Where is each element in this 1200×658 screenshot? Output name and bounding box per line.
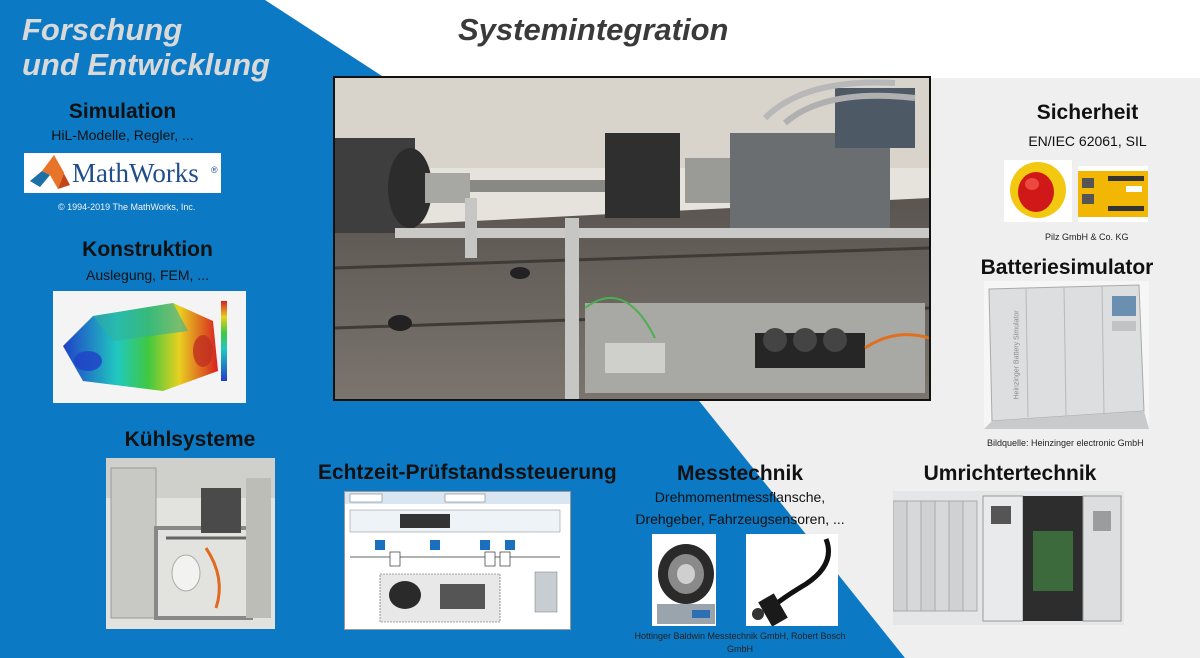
sicherheit-subtitle: EN/IEC 62061, SIL [1028,133,1147,149]
batterie-heading: Batteriesimulator [980,256,1154,279]
speed-sensor-image [746,534,838,626]
messtechnik-credit-line2: GmbH [726,644,753,654]
sicherheit-credit: Pilz GmbH & Co. KG [1045,232,1129,242]
echtzeit-heading: Echtzeit-Prüfstandssteuerung [318,461,617,484]
messtechnik-heading: Messtechnik [676,462,804,485]
simulation-heading: Simulation [68,100,177,123]
sicherheit-heading: Sicherheit [1036,101,1139,124]
battery-simulator-image: Heinzinger Battery Simulator [984,281,1149,429]
konstruktion-heading: Konstruktion [82,238,213,261]
mathworks-logo-text: MathWorks [72,158,199,188]
fem-image [53,291,246,403]
messtechnik-credit-line1: Hottinger Baldwin Messtechnik GmbH, Robe… [634,631,846,641]
mathworks-logo: MathWorks ® [24,153,221,193]
cabinet-label: Heinzinger Battery Simulator [1013,310,1021,400]
konstruktion-subtitle: Auslegung, FEM, ... [86,267,209,283]
section-title: Forschung und Entwicklung [22,12,270,82]
cooling-system-image [106,458,275,629]
section-title-line1: Forschung [22,12,183,47]
kuehlsysteme-heading: Kühlsysteme [124,428,256,451]
section-title-line2: und Entwicklung [22,47,270,82]
messtechnik-subtitle-line2: Drehgeber, Fahrzeugsensoren, ... [635,511,845,527]
simulation-credit: © 1994-2019 The MathWorks, Inc. [58,202,196,212]
safety-controller-image [1078,166,1148,222]
inverter-cabinet-image [893,491,1124,625]
umrichter-heading: Umrichtertechnik [923,462,1097,485]
torque-flange-image [652,534,716,626]
simulation-subtitle: HiL-Modelle, Regler, ... [51,127,194,143]
page-title: Systemintegration [458,12,729,47]
batterie-credit: Bildquelle: Heinzinger electronic GmbH [987,438,1144,448]
emergency-stop-image [1004,160,1072,222]
membrane-icon [30,155,70,189]
registered-mark: ® [211,165,218,175]
control-diagram-image [344,491,571,630]
test-bench-photo [333,76,931,401]
messtechnik-subtitle-line1: Drehmomentmessflansche, [654,489,826,505]
